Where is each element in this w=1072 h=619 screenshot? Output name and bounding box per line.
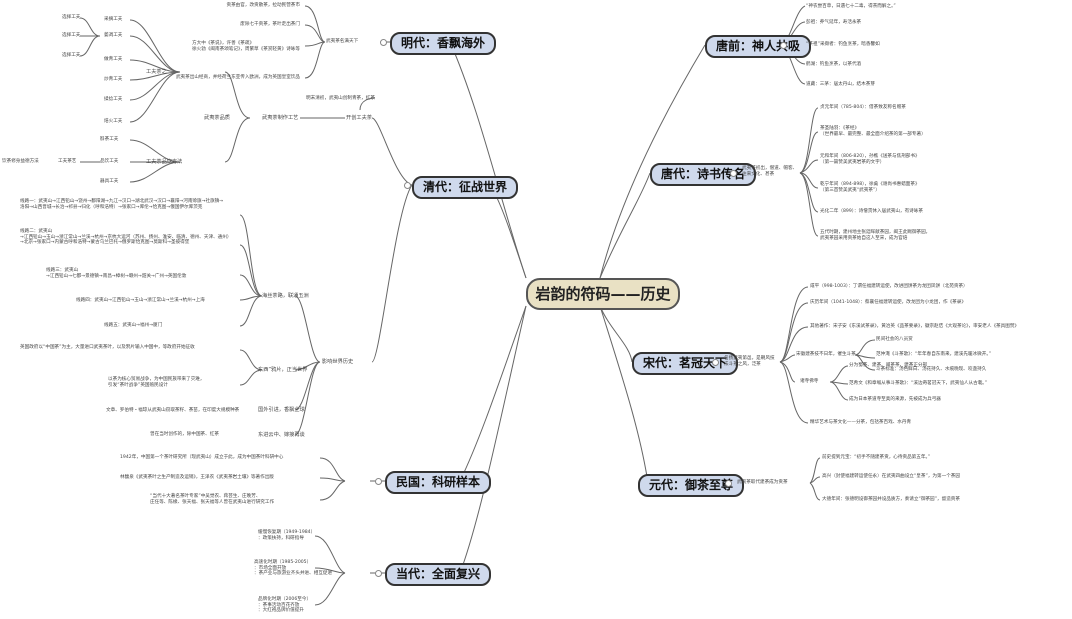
qing-tree-item: 采摘工夫 [104, 17, 123, 22]
qing-tree-subitem: 选择工夫 [62, 53, 81, 58]
branch-dangdai[interactable]: 当代：全面复兴 [385, 563, 492, 586]
qing-fangfa-note2: 工夫茶艺 [58, 159, 77, 164]
dangdai-item: 缓慢恢复期（1949-1984） ：政策扶持，科研指导 [258, 530, 316, 541]
branch-ming[interactable]: 明代：香飘海外 [390, 32, 497, 55]
qing-tree-subitem: 选择工夫 [62, 33, 81, 38]
tea-route: 线路二：武夷山 →江西铅山→玉山→浙江常山→兰溪→杭州→京杭大运河（苏州、扬州、… [20, 229, 232, 246]
qing-gongyi: 武夷茶品质 [204, 115, 230, 121]
song-subitem: 成为日本茶道寺至奥的来源，先被成为兵弓器 [849, 397, 941, 402]
qing-tree-item: 萎凋工夫 [104, 33, 123, 38]
tea-route: 线路四：武夷山→江西铅山→玉山→浙江常山→兰溪→杭州→上海 [76, 298, 205, 303]
qing-tree-item: 炒青工夫 [104, 77, 123, 82]
qing-tree-item: 焙火工夫 [104, 119, 123, 124]
collapse-toggle[interactable] [404, 182, 411, 189]
ming-item: 方大中《茶说》，许善《茶疏》 徐火勃《闽南茶颂笔记》，周繁草《茶赏轻黄》诗咏等 [192, 41, 300, 52]
qing-routes-title: 海丝茶路，联通五洲 [262, 293, 309, 299]
yuan-item: 高兴（封使福建转运使任永）在武夷四曲设立“皇茶”，为第一个茶园 [822, 474, 960, 479]
song-item: 咸平（998-1003）：丁谓任福建转运使，改进团饼茶为龙团凤饼（北苑贡茶） [810, 284, 968, 289]
qing-tree-item: 做青工夫 [104, 57, 123, 62]
tea-route: 线路三：武夷山 →江西铅山→七都→景德镇→南昌→樟树→赣州→韶关→广州→英国伦敦 [46, 268, 187, 279]
qing-war: 东西”鸦片，正当世界 [258, 367, 308, 373]
qing-fangfa: 工夫茶品饮方法 [146, 159, 183, 165]
yuan-item: 前史提到元宝：“初手不随建茶贡，心待贡品第五年。” [822, 455, 931, 460]
tang-qian-item: 鹤湖：钓鱼烹茶，以茶代酒 [806, 62, 862, 67]
qing-cultural: 国外引进，香飘全球 [258, 407, 305, 413]
song-item: 宋徽建茶技不日年，催生斗茶 [796, 352, 856, 357]
qing-kc-note: 明末清初，武夷山创制青茶，红茶 [306, 96, 375, 101]
collapse-toggle[interactable] [780, 42, 787, 49]
qing-xiao: 东进云中、嫁接再谈 [258, 432, 305, 438]
qing-oral-note: 英国政府以“中国茶”为主，大量进口武夷茶叶，以及鸦片输入中国中，等政府开始征收 [20, 345, 195, 350]
qing-tree-root: 工夫茶之 [146, 69, 167, 75]
branch-yuan[interactable]: 元代：御茶至尊 [638, 474, 745, 497]
ming-item: 武夷茶出山经商，并经荷兰东亚传入欧洲，成为英国皇室饮品 [175, 75, 300, 80]
ming-item: 贡茶由官，改贡散茶，拉动民营茶市 [226, 3, 300, 8]
collapse-toggle[interactable] [712, 359, 719, 366]
tang-qian-item: 道藏：三茅：居太丹山，结木茶芽 [806, 82, 875, 87]
qing-tree-item: 揉捻工夫 [104, 97, 123, 102]
branch-tang-qian[interactable]: 唐前：神人共吸 [705, 35, 812, 58]
yuan-item: 大德年间：张德明设御茶园并设品质方，奏请立“御茶园”，督造贡茶 [822, 497, 960, 502]
song-subitem: 斗茶标准：汤色鲜白、汤花持久、水痕晚现、咬盏持久 [876, 367, 987, 372]
qing-tree-subitem: 选择工夫 [62, 15, 81, 20]
tang-item: 乾宁年间（894-898），徐夤《谢尚书惠蜡面茶》 （第三首赞美武夷“武夷茶”） [820, 182, 920, 193]
qing-heishi: 影响世界历史 [322, 359, 354, 365]
qing-fangfa-note: 饮茶修身益德方法 [2, 159, 39, 164]
song-hub: 名扬武夷第邑，是朝风技法斗茶之风，泛茶 [724, 356, 775, 367]
tang-hub: 武夷茶初出，僧道、帽客、往来文化、甚茶 [742, 166, 798, 177]
qing-fangfa-item: 品饮工夫 [100, 159, 119, 164]
collapse-toggle[interactable] [375, 570, 382, 577]
qing-fangfa-item: 器具工夫 [100, 179, 119, 184]
minguo-item: 林馥泉《武夷茶叶之生产制造及运销》，王泽农《武夷茶岩土壤》等著作出版 [120, 475, 274, 480]
branch-tang[interactable]: 唐代：诗书传名 [650, 163, 757, 186]
tang-item: 光化二年（899）：诗僧贯休入居武夷山，有诗咏茶 [820, 209, 923, 214]
song-item: 庆历年间（1041-1048）：蔡襄任福建转运使，改龙团为小龙团，作《茶录》 [810, 300, 966, 305]
tang-item: 茶圣陆羽：《茶经》 （世界最早、最完整、最全面介绍茶的第一部专著） [820, 126, 926, 137]
tang-qian-item: 彭祖：养气延年，寿活永茶 [806, 20, 862, 25]
song-item: 精华艺术与茶文化——分茶，包括茶百戏、水丹青 [810, 420, 912, 425]
collapse-toggle[interactable] [380, 39, 387, 46]
minguo-item: “当代十大著名茶叶专家”中吴觉农、蒋芸生、庄晚芳、 庄任等、陈椽、张天福、张天福… [150, 494, 275, 505]
song-subitem: 民间社会的八员赏 [876, 337, 913, 342]
collapse-toggle[interactable] [375, 478, 382, 485]
dangdai-item: 品牌化时期（2006至今） ：茶事活动百花齐放 ：大红袍品牌价值提升 [258, 597, 312, 614]
song-subitem: 范仲淹《斗茶歌》：“年年春自东南来，建溪先暖冰微开。” [876, 352, 992, 357]
tang-item: 元和年间（806-820），孙樵《送茶与焦刑部书》 （第一篇赞美武夷岩茶的文字） [820, 154, 920, 165]
ming-hub: 武夷茶名满天下 [326, 39, 359, 44]
ming-item: 废除七千贡茶，茶叶走出茶门 [240, 22, 300, 27]
central-topic[interactable]: 岩韵的符码——历史 [526, 278, 680, 310]
qing-kc-sub: 武夷茶制作工艺 [262, 115, 299, 121]
tang-item: 五代时期，建州地主张廷晖献茶园，闽王此赐御茶园， 武夷茶园采用贡茶始自这人至宋，… [820, 230, 931, 241]
tang-qian-item: “茶祖”采撷者：钓鱼烹茶，暗香馨如 [806, 42, 880, 47]
song-subitem: 范希文《和章岷从事斗茶歌》：“溪边奇茗冠天下，武夷仙人从古栽。” [849, 381, 987, 386]
collapse-toggle[interactable] [725, 480, 732, 487]
qing-xiao-note: 曾在当时创作的，除中国茶、红茶 [150, 432, 219, 437]
minguo-item: 1942年，中国第一个茶叶研究所（现武夷山）成立于此，成为中国茶叶科研中心 [120, 455, 284, 460]
qing-cultural-note: 文章、罗伯特・福琼从武夷山窃取茶籽、茶苗，在印度大规模种茶 [106, 408, 240, 413]
tang-item: 贞元年间（785-804）：借茶致友称名赠茶 [820, 105, 906, 110]
tang-qian-item: “神农尝百草，日遇七十二毒，得荼而解之。” [806, 4, 896, 9]
qing-war-note: 以茶为核心贸易战争，为中国民族带来了灾难， 引发“茶叶战争”英国殖民设计 [108, 377, 205, 388]
tea-route: 线路一：武夷山→江西铅山→饶州→鄱阳湖→九江→汉口→湖北武汉→汉口→襄阳→河南赊… [20, 199, 224, 210]
collapse-toggle[interactable] [730, 170, 737, 177]
tea-route: 线路五：武夷山→福州→厦门 [104, 323, 163, 328]
song-subitem: 分为蜀茶、建茶、闽茶茶，建茶正分部 [849, 363, 928, 368]
qing-fangfa-item: 斟茶工夫 [100, 137, 119, 142]
branch-song[interactable]: 宋代：茗冠天下 [632, 352, 739, 375]
branch-qing[interactable]: 清代：征战世界 [412, 176, 519, 199]
branch-minguo[interactable]: 民国：科研样本 [385, 471, 492, 494]
yuan-hub: 武夷茶取代建茶成为贡茶 [737, 480, 788, 485]
song-item: 诸寺佛寺 [800, 379, 819, 384]
qing-kaichuang: 开创工夫茶 [346, 115, 372, 121]
dangdai-item: 高速化时期（1985-2005） ：市场全面开放 ：茶产业与旅游业齐头并进、相互… [254, 560, 333, 577]
song-item: 其他著作：宋子安《东溪试茶录》，黄冶英《品茶要录》，徽宗赵佶《大观茶论》，审安老… [810, 324, 1020, 329]
